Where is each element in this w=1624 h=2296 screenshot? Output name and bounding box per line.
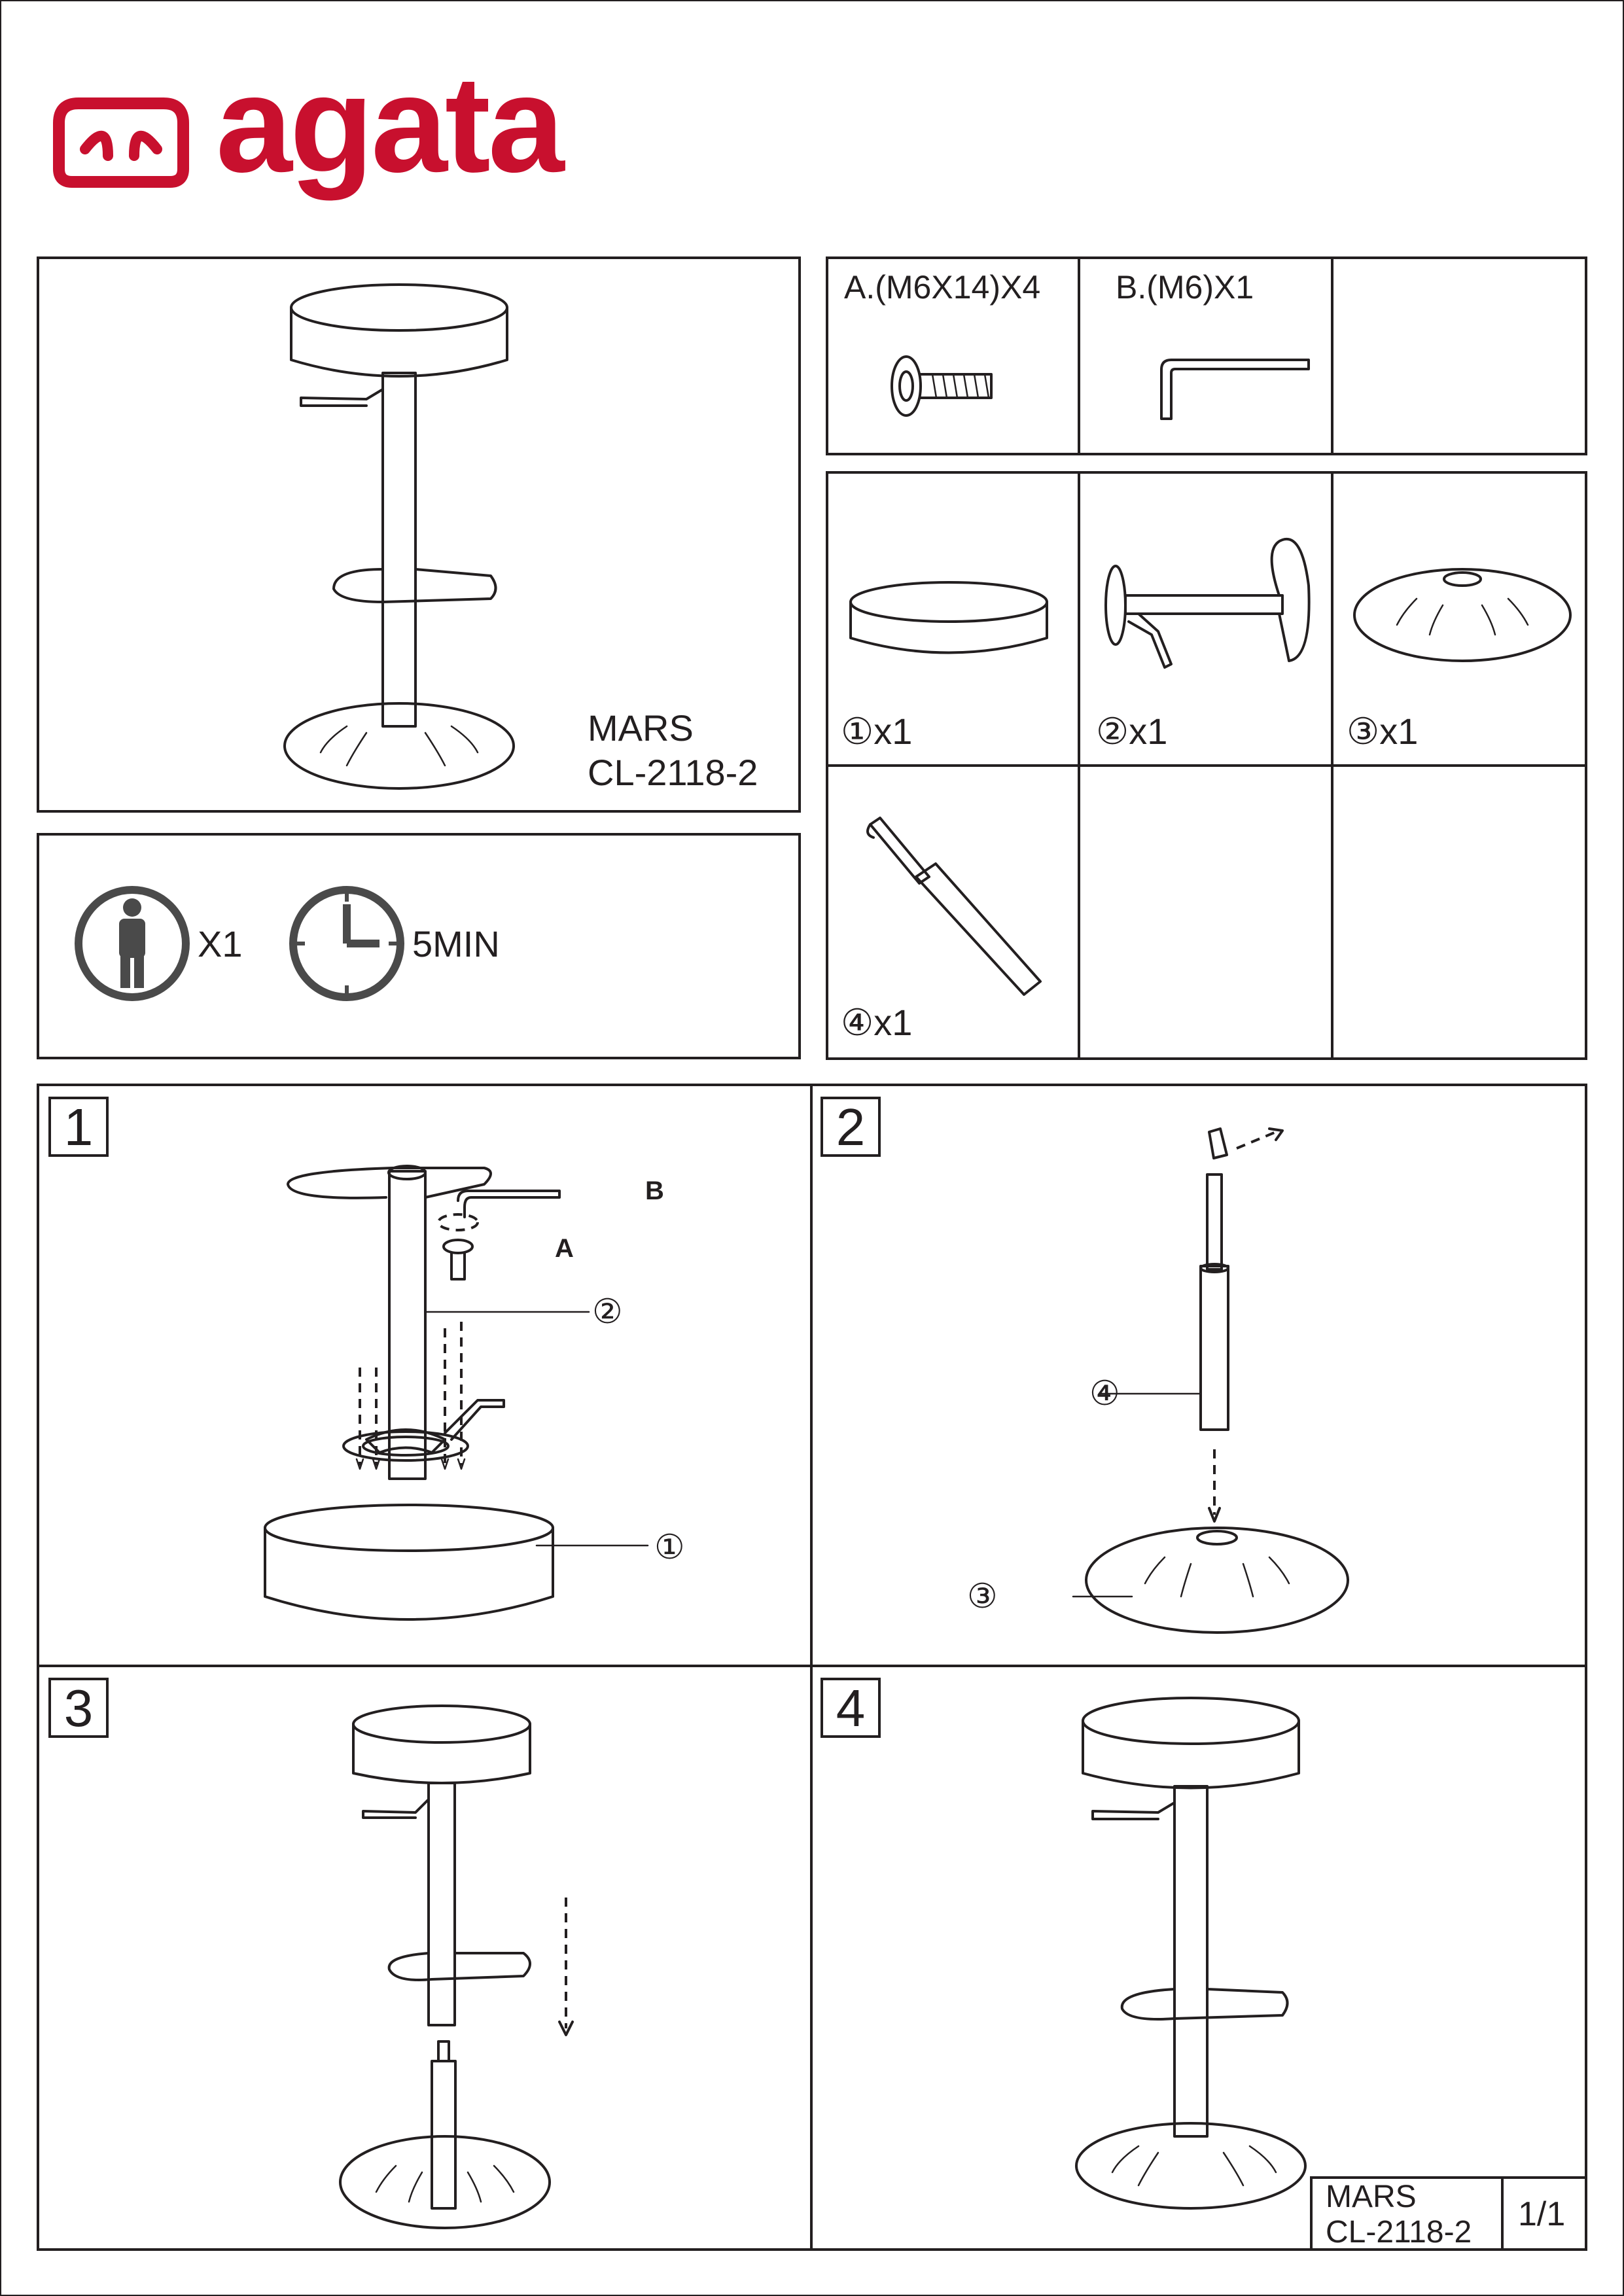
- gas-lift-icon: [866, 817, 1042, 996]
- footer-divider: [1501, 2176, 1504, 2251]
- footer-page-number: 1/1: [1518, 2195, 1566, 2233]
- footer-product-code: CL-2118-2: [1326, 2215, 1472, 2250]
- step-2-callout-base: ③: [967, 1578, 998, 1616]
- step-1-diagram: [264, 1165, 649, 1621]
- footer-label-box: [1310, 2176, 1587, 2251]
- persons-count: X1: [198, 923, 243, 964]
- hardware-table: [826, 256, 1587, 455]
- step-2-callout-lift: ④: [1089, 1375, 1120, 1413]
- person-icon: [75, 886, 190, 1001]
- sofa-logo-icon: [53, 97, 189, 188]
- step-1-callout-seat: ①: [654, 1528, 685, 1566]
- brand-name: agata: [216, 47, 565, 201]
- hardware-label-b: B.(M6)X1: [1116, 269, 1254, 306]
- product-overview-panel: [37, 256, 801, 813]
- step-3-base: [339, 2135, 551, 2229]
- part-label-1: ①x1: [841, 711, 913, 752]
- product-code: CL-2118-2: [588, 752, 758, 793]
- footer-product-name: MARS: [1326, 2180, 1417, 2214]
- step-1-callout-a: A: [555, 1234, 574, 1263]
- hardware-cell-divider: [1078, 256, 1080, 455]
- stool-overview-icon: [283, 283, 515, 790]
- step-number-1: 1: [48, 1097, 109, 1157]
- clock-icon: [289, 886, 404, 1001]
- step-number-3: 3: [48, 1678, 109, 1738]
- assembly-time: 5MIN: [412, 923, 500, 964]
- allen-key-icon: [1160, 359, 1310, 420]
- steps-col-divider: [810, 1084, 813, 2251]
- base-icon: [1353, 568, 1572, 662]
- hardware-label-a: A.(M6X14)X4: [844, 269, 1041, 306]
- steps-row-divider: [37, 1665, 1587, 1667]
- step-number-4: 4: [821, 1678, 881, 1738]
- bolt-icon: [891, 355, 993, 417]
- part-label-3: ③x1: [1347, 711, 1419, 752]
- hardware-cell-divider: [1331, 256, 1333, 455]
- requirements-panel: [37, 833, 801, 1059]
- part-label-2: ②x1: [1096, 711, 1168, 752]
- part-label-4: ④x1: [841, 1002, 913, 1043]
- step-number-2: 2: [821, 1097, 881, 1157]
- product-name: MARS: [588, 707, 694, 749]
- step-4-diagram: [1075, 1697, 1307, 2210]
- seat-frame-icon: [1104, 537, 1311, 669]
- step-2-diagram: [1072, 1127, 1349, 1634]
- step-1-callout-frame: ②: [592, 1293, 623, 1331]
- parts-row-divider: [826, 764, 1587, 767]
- seat-icon: [849, 581, 1048, 654]
- step-3-diagram: [352, 1704, 574, 2210]
- step-1-callout-b: B: [645, 1176, 664, 1205]
